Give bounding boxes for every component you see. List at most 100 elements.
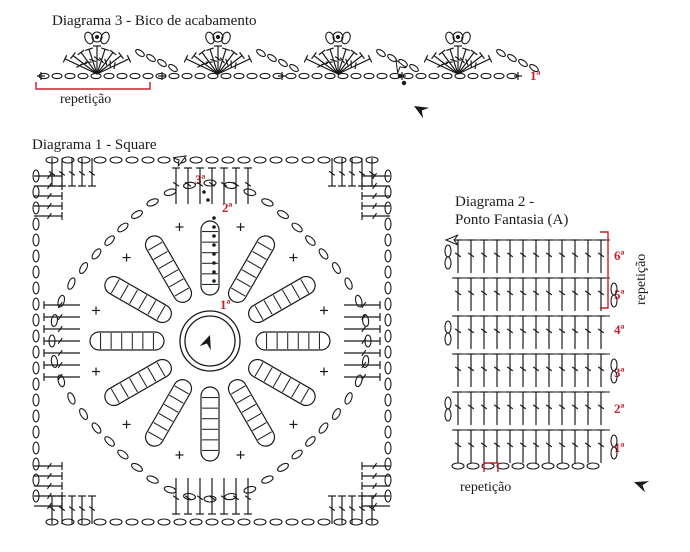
chain-stitch: [32, 441, 40, 455]
chain-stitch: [32, 297, 40, 311]
chain-stitch: [291, 222, 303, 233]
cluster-stroke: [282, 289, 291, 305]
chain-stitch: [305, 436, 316, 447]
double-crochet-bar: [372, 212, 378, 220]
cluster-stroke: [174, 287, 189, 297]
chain-stitch: [454, 72, 466, 80]
double-crochet-bar: [58, 506, 66, 512]
double-crochet-bar: [321, 62, 329, 66]
double-crochet-bar: [372, 472, 378, 480]
double-crochet-top: [247, 54, 253, 63]
double-crochet-top: [326, 47, 334, 51]
petal-cluster: [200, 220, 220, 296]
double-crochet-bar: [57, 361, 63, 369]
double-crochet-bar: [244, 495, 252, 501]
chain-stitch: [142, 72, 154, 80]
double-crochet-stem: [64, 58, 98, 75]
cluster-stroke: [272, 294, 282, 310]
double-crochet-bar: [532, 442, 540, 448]
chain-stitch: [67, 392, 76, 405]
slip-stitch: [212, 252, 216, 256]
chain-stitch: [415, 72, 427, 80]
chain-stitch: [333, 518, 347, 526]
slip-stitch: [212, 234, 216, 238]
chain-stitch: [269, 518, 283, 526]
chain-stitch: [480, 72, 492, 80]
chain-stitch: [331, 408, 341, 420]
diagram3-edging: [35, 31, 539, 119]
chain-stitch: [493, 72, 505, 80]
double-crochet-bar: [571, 404, 579, 410]
chain-stitch: [441, 72, 453, 80]
double-crochet-bar: [48, 506, 56, 512]
double-crochet-bar: [328, 170, 336, 176]
double-crochet-bar: [68, 170, 76, 176]
chain-stitch: [32, 393, 40, 407]
chain-stitch: [384, 265, 392, 279]
chain-stitch: [168, 63, 178, 73]
double-crochet-bar: [46, 172, 52, 180]
double-crochet-bar: [467, 404, 475, 410]
double-crochet-bar: [372, 492, 378, 500]
double-crochet-bar: [454, 252, 462, 258]
double-crochet-bar: [545, 404, 553, 410]
double-crochet-stem: [217, 49, 227, 75]
chain-stitch: [32, 329, 40, 343]
chain-stitch: [64, 72, 76, 80]
chain-stitch: [243, 188, 257, 197]
double-crochet-bar: [506, 290, 514, 296]
chain-stitch: [237, 518, 251, 526]
chain-stitch: [318, 422, 329, 434]
double-crochet-top: [423, 54, 429, 63]
chain-stitch: [285, 518, 299, 526]
double-crochet-bar: [368, 170, 376, 176]
double-crochet-stem: [433, 55, 459, 75]
chain-stitch: [117, 449, 129, 460]
double-crochet-stem: [337, 49, 347, 75]
diagram2-row-3: 3ª: [614, 365, 625, 380]
double-crochet-bar: [339, 57, 345, 64]
chain-stitch: [541, 462, 555, 470]
cluster-stroke: [236, 394, 251, 404]
chain-stitch: [384, 409, 392, 423]
double-crochet-bar: [454, 442, 462, 448]
chain-stitch: [409, 63, 419, 73]
double-crochet-bar: [68, 506, 76, 512]
chain-stitch: [444, 396, 452, 410]
double-crochet-bar: [338, 506, 346, 512]
double-crochet-bar: [532, 404, 540, 410]
double-crochet-bar: [214, 56, 222, 62]
double-crochet-stem: [313, 55, 339, 75]
arrow-head: [634, 481, 650, 493]
double-crochet-bar: [184, 495, 192, 501]
chain-stitch: [77, 72, 89, 80]
double-crochet-bar: [46, 462, 52, 470]
double-crochet-stem: [337, 58, 371, 75]
double-crochet-bar: [545, 366, 553, 372]
double-crochet-bar: [358, 170, 366, 176]
double-crochet-bar: [220, 181, 228, 187]
chain-stitch: [261, 198, 274, 207]
double-crochet-stem: [96, 55, 122, 75]
diagram3-row-label: 1ª: [530, 68, 541, 83]
double-crochet-bar: [89, 58, 97, 62]
double-crochet-bar: [454, 404, 462, 410]
double-crochet-bar: [519, 328, 527, 334]
chain-stitch: [32, 457, 40, 471]
chain-stitch: [116, 72, 128, 80]
double-crochet-bar: [57, 313, 63, 321]
chain-stitch: [384, 329, 392, 343]
chain-stitch: [277, 210, 289, 220]
cluster-stroke: [263, 300, 273, 315]
chain-stitch: [333, 156, 347, 164]
double-crochet-bar: [558, 290, 566, 296]
cluster-stroke: [110, 388, 120, 403]
double-crochet-bar: [467, 290, 475, 296]
chain-stitch: [50, 354, 59, 368]
double-crochet-bar: [571, 366, 579, 372]
chain-stitch: [104, 436, 115, 447]
chain-stitch: [444, 244, 452, 258]
cluster-stroke: [246, 413, 262, 422]
chain-stitch: [291, 449, 303, 460]
double-crochet-bar: [345, 58, 349, 66]
